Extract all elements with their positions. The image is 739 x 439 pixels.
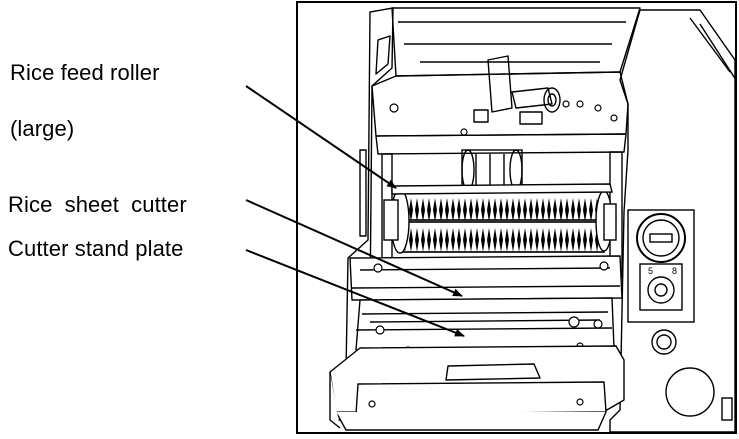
label-rice-feed-roller: Rice feed roller — [10, 60, 160, 85]
feed-roller-arrow — [245, 85, 397, 189]
rice-feed-roller — [383, 183, 617, 254]
sheet-cutter-arrow — [245, 199, 463, 297]
control-panel — [627, 209, 733, 421]
label-cutter-stand-plate: Cutter stand plate — [8, 236, 184, 261]
coupling — [511, 87, 553, 109]
label-rice-feed-roller-size: (large) — [10, 116, 75, 141]
dial-mark-right: 8 — [672, 266, 677, 276]
rice-sheet-cutter — [349, 255, 623, 301]
label-rice-sheet-cutter: Rice sheet cutter — [8, 192, 187, 217]
stand-plate-arrow — [245, 249, 465, 337]
tray-handle — [445, 363, 541, 381]
dial-mark-left: 5 — [648, 266, 653, 276]
